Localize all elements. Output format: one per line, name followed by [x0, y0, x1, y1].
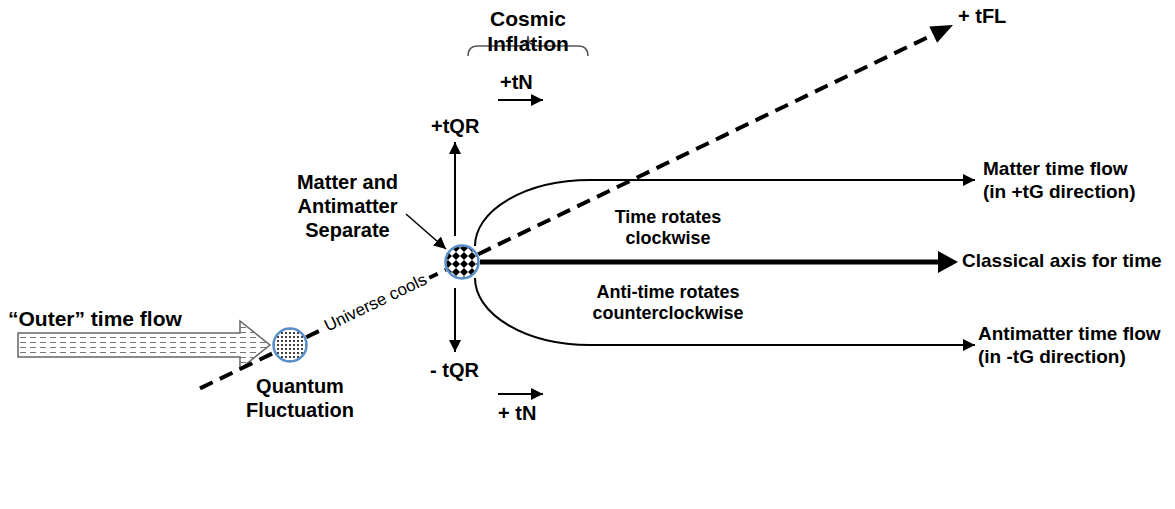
- tn-arrow-bottom: [498, 393, 543, 395]
- outer-flow-label: “Outer” time flow: [8, 306, 182, 331]
- tqr-arrow-up: [454, 142, 456, 236]
- node-label: Matter and Antimatter Separate: [280, 170, 415, 242]
- dashed-time-axis: [478, 35, 933, 255]
- rotation-label: Time rotates clockwise: [588, 207, 748, 248]
- classical-time-axis: [480, 260, 940, 265]
- flow-label: Matter time flow (in +tG direction): [983, 158, 1138, 204]
- classical-axis-arrowhead: [938, 251, 958, 273]
- matter-time-curve: [475, 180, 975, 246]
- connector-label: Universe cools: [319, 269, 434, 338]
- phase-label: Cosmic Inflation: [453, 6, 603, 56]
- axis-label: + tN: [498, 401, 536, 425]
- axis-label: + tFL: [958, 4, 1006, 28]
- rotation-label: Anti-time rotates counterclockwise: [578, 282, 758, 323]
- circle-border: [446, 246, 479, 279]
- dashed-axis-arrowhead: [929, 25, 953, 43]
- tn-arrow-top: [498, 99, 543, 101]
- circle-texture: [274, 329, 307, 362]
- axis-title: Classical axis for time: [962, 250, 1162, 273]
- circle-ground: [446, 246, 479, 279]
- node-label: Quantum Fluctuation: [240, 374, 360, 422]
- circle-ground: [274, 329, 307, 362]
- separation-circle: Matter and Antimatter Separate: [444, 244, 480, 280]
- axis-label: - tQR: [430, 358, 479, 382]
- fluctuation-circle: Quantum Fluctuation: [272, 327, 308, 363]
- axis-label: +tQR: [431, 114, 479, 138]
- circle-border: [274, 329, 307, 362]
- circle-texture: [446, 246, 479, 279]
- circle-outline: [444, 244, 480, 280]
- antimatter-time-curve: [475, 278, 975, 345]
- flow-label: Antimatter time flow (in -tG direction): [978, 323, 1163, 369]
- circle-outline: [272, 327, 308, 363]
- axis-label: +tN: [500, 70, 533, 94]
- tqr-arrow-down: [454, 288, 456, 352]
- separate-leader-arrow: [406, 214, 446, 249]
